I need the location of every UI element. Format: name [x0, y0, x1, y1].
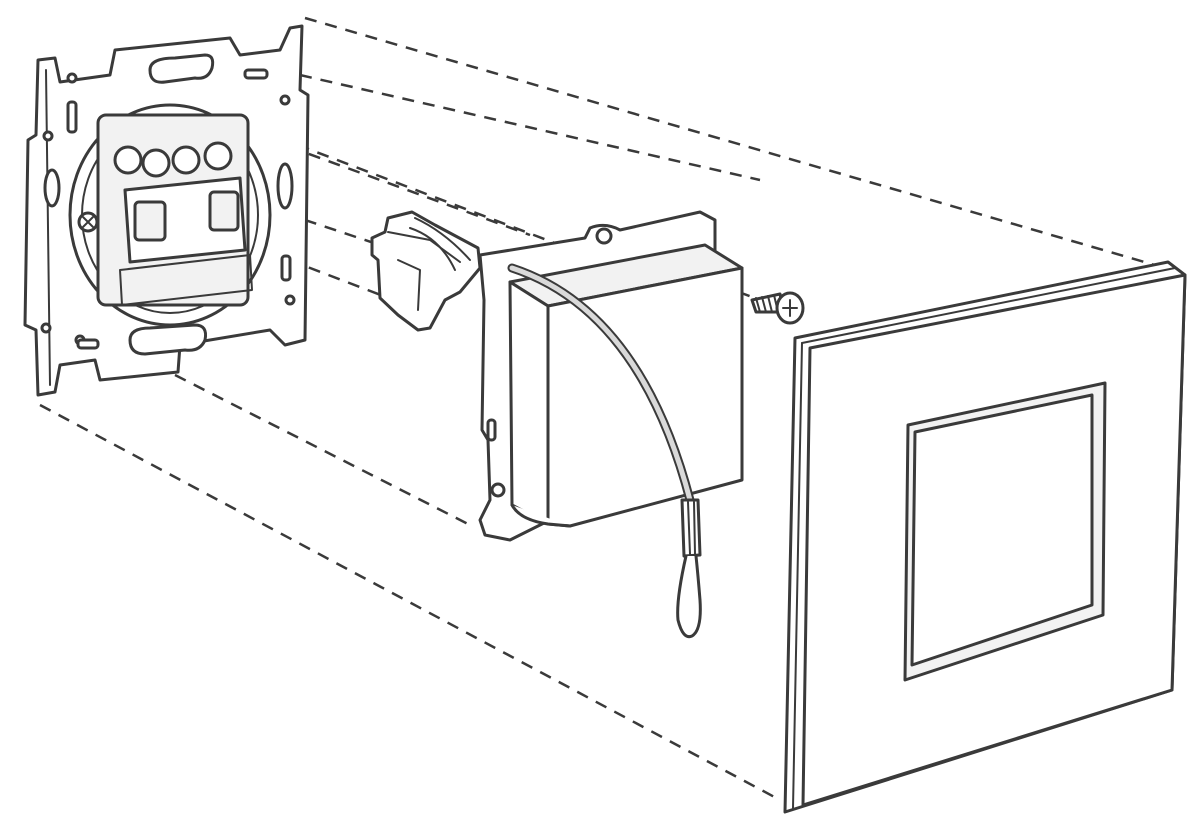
- mounting-plate-icon: [23, 24, 310, 397]
- guide-line-7: [174, 373, 471, 527]
- screw-icon: [750, 291, 805, 325]
- guide-line-bottom: [39, 403, 781, 802]
- module-box-icon: [478, 210, 744, 542]
- antenna-wire-icon: [507, 263, 702, 639]
- connector-clip-icon: [370, 210, 482, 332]
- guide-line-top: [304, 16, 1166, 270]
- guide-line-2: [299, 73, 761, 182]
- cover-frame-icon: [783, 260, 1187, 814]
